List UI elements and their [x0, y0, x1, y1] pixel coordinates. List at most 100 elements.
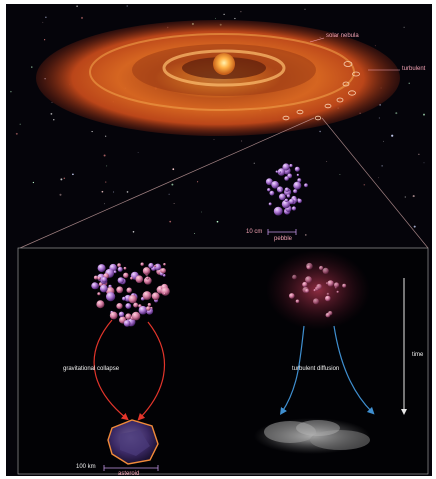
solar-nebula-disk [36, 20, 400, 136]
star [339, 173, 341, 176]
pebble [313, 298, 319, 305]
pebble [116, 303, 123, 310]
pebble [273, 206, 283, 216]
pebble [291, 206, 297, 211]
pebble [147, 303, 152, 307]
star [169, 220, 172, 223]
star [60, 178, 63, 181]
pebble [278, 193, 286, 201]
pebble [97, 276, 101, 280]
star [326, 160, 328, 162]
pebble [97, 264, 106, 273]
zoom-line-right [321, 117, 429, 249]
pebble [123, 320, 131, 327]
star [31, 66, 33, 68]
star [378, 117, 380, 119]
star [63, 177, 66, 180]
solar-nebula-label: solar nebula [326, 33, 359, 39]
pebble [336, 290, 339, 294]
star [10, 90, 12, 93]
asteroid-label: asteroid [118, 471, 140, 477]
star [59, 193, 62, 196]
pebble [99, 284, 108, 293]
pebble [325, 312, 331, 318]
star [132, 231, 135, 233]
star [423, 162, 425, 164]
asteroid [107, 419, 159, 465]
star [216, 220, 219, 223]
star [241, 140, 243, 142]
star [197, 181, 199, 183]
pebble [142, 291, 152, 300]
star [413, 225, 416, 228]
pebble [267, 188, 271, 192]
pebble-size-label: 10 cm [246, 229, 263, 235]
pebble [91, 282, 99, 290]
pebble [148, 262, 154, 269]
star [173, 203, 175, 205]
star [101, 190, 104, 193]
pebble [113, 270, 117, 274]
star [105, 135, 107, 137]
pebble [163, 263, 166, 266]
star [106, 165, 108, 167]
pebble [133, 302, 139, 308]
star [423, 113, 425, 116]
pebble [146, 276, 149, 280]
star [19, 123, 21, 125]
pebble [123, 266, 127, 270]
sun [213, 53, 235, 75]
pebble [140, 262, 144, 266]
starfield [10, 5, 425, 236]
pebble [325, 295, 331, 302]
pebble [333, 282, 340, 288]
star [253, 162, 255, 164]
pebble [305, 288, 310, 293]
asteroid-size-label: 100 km [76, 464, 96, 470]
pebble [277, 168, 286, 176]
pebble [269, 190, 275, 196]
pebble [128, 294, 137, 304]
star [201, 211, 202, 213]
collapse-arrow-left [93, 319, 129, 421]
pebble [117, 266, 123, 272]
star [42, 21, 44, 23]
pebble [278, 170, 281, 174]
pebble [116, 286, 124, 294]
pebble [151, 292, 160, 301]
pebble [138, 305, 148, 315]
pebble [93, 275, 98, 280]
star [214, 17, 217, 19]
star [418, 153, 420, 155]
turbulent-diffusion-label: turbulent diffusion [292, 366, 340, 372]
star [76, 5, 78, 7]
pebble-cluster [265, 163, 308, 216]
diffusion-arrow-left [280, 325, 305, 415]
pebble [265, 178, 273, 186]
star [403, 26, 405, 28]
pebble [123, 272, 129, 278]
pebble [284, 176, 289, 181]
pebble [294, 166, 300, 172]
turbulent-label: turbulent [402, 66, 426, 72]
pebble [304, 183, 308, 188]
pebble [163, 292, 166, 295]
pebble [327, 280, 334, 287]
star [391, 134, 394, 137]
collapse-arrow-right [137, 321, 166, 421]
pebble [275, 170, 278, 173]
pebble [281, 199, 291, 209]
pebble [284, 187, 290, 192]
pebble [306, 265, 311, 270]
star [304, 8, 306, 10]
pebble [146, 306, 151, 311]
star [194, 233, 196, 234]
pebble [326, 292, 330, 296]
star [383, 140, 384, 142]
star [15, 132, 18, 135]
star [171, 183, 174, 186]
pebble [117, 263, 121, 268]
time-label: time [412, 352, 424, 358]
star [50, 112, 53, 115]
pebble [278, 189, 283, 193]
